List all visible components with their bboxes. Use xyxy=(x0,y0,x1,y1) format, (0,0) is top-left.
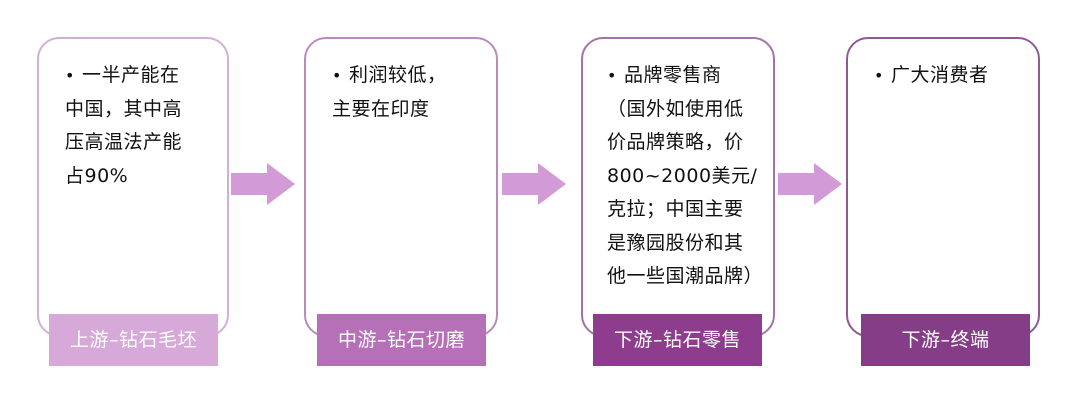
stage-card-text: •品牌零售商 （国外如使用低 价品牌策略，价 800~2000美元/ 克拉；中国… xyxy=(607,59,763,294)
right-arrow-icon xyxy=(502,163,566,205)
stage-description: 广大消费者 xyxy=(891,64,989,86)
stage-card-downstream-terminal: • 广大消费者 xyxy=(846,37,1040,337)
stage-card-midstream: •利润较低， 主要在印度 xyxy=(304,37,498,337)
bullet-icon: • xyxy=(607,66,617,85)
stage-label-midstream: 中游–钻石切磨 xyxy=(317,314,486,366)
stage-card-text: •一半产能在 中国，其中高 压高温法产能 占90% xyxy=(65,59,217,193)
bullet-icon: • xyxy=(65,66,75,85)
stage-description: 利润较低， 主要在印度 xyxy=(332,64,447,120)
stage-label-downstream-retail: 下游–钻石零售 xyxy=(593,314,762,366)
stage-label-downstream-terminal: 下游–终端 xyxy=(861,314,1030,366)
stage-label-upstream: 上游–钻石毛坯 xyxy=(49,314,218,366)
stage-card-text: •利润较低， 主要在印度 xyxy=(332,59,486,126)
bullet-icon: • xyxy=(874,66,884,85)
stage-card-upstream: •一半产能在 中国，其中高 压高温法产能 占90% xyxy=(37,37,229,337)
right-arrow-icon xyxy=(778,163,842,205)
stage-description: 一半产能在 中国，其中高 压高温法产能 占90% xyxy=(65,64,183,187)
bullet-icon: • xyxy=(332,66,342,85)
stage-card-text: • 广大消费者 xyxy=(874,59,1028,93)
stage-description: 品牌零售商 （国外如使用低 价品牌策略，价 800~2000美元/ 克拉；中国主… xyxy=(607,64,764,287)
stage-card-downstream-retail: •品牌零售商 （国外如使用低 价品牌策略，价 800~2000美元/ 克拉；中国… xyxy=(581,37,775,337)
right-arrow-icon xyxy=(231,163,295,205)
